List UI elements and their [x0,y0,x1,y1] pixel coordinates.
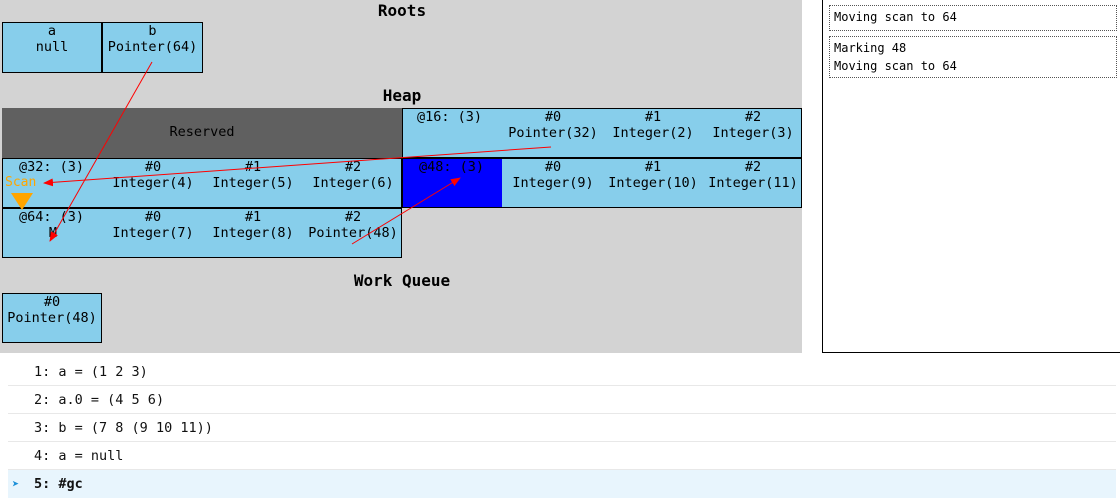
heap-object-32: @32: (3) #0 Integer(4) #1 Integer(5) #2 … [2,158,402,208]
scan-label: Scan [5,175,37,190]
code-line-current[interactable]: ➤ 5: #gc [8,470,1116,498]
heap-object-16: @16: (3) #0 Pointer(32) #1 Integer(2) #2… [402,108,802,158]
heap-title: Heap [382,86,422,105]
line-number: 1: [34,364,51,380]
line-text: a = (1 2 3) [58,364,148,380]
slot-index: #2 [744,159,762,175]
object-header: @32: (3) [19,159,85,175]
roots-title: Roots [377,1,427,20]
root-b-value: Pointer(64) [107,39,198,55]
heap-object-48: @48: (3) #0 Integer(9) #1 Integer(10) #2… [402,158,802,208]
slot-value: Integer(10) [608,175,698,191]
slot-index: #2 [344,209,362,225]
reserved-label: Reserved [169,124,235,140]
heap-object-64: @64: (3) M #0 Integer(7) #1 Integer(8) #… [2,208,402,258]
current-line-marker-icon: ➤ [12,477,20,491]
slot-index: #0 [144,209,162,225]
pointer-arrow [49,61,153,242]
log-line: Marking 48 [834,41,907,55]
pointer-arrow [43,146,552,187]
code-line[interactable]: 1: a = (1 2 3) [8,358,1116,386]
object-header: @16: (3) [417,109,483,125]
slot-value: Integer(4) [112,175,194,191]
slot-value: Pointer(32) [508,125,598,141]
work-queue-item: #0 Pointer(48) [2,293,102,343]
slot-index: #1 [244,159,262,175]
line-number: 4: [34,448,51,464]
root-a-name: a [47,23,57,39]
slot-index: #1 [644,159,662,175]
log-entry: Marking 48 Moving scan to 64 [829,36,1117,78]
line-text: #gc [58,476,83,492]
slot-index: #1 [244,209,262,225]
queue-item-value: Pointer(48) [7,310,97,326]
slot-index: #1 [644,109,662,125]
code-line[interactable]: 2: a.0 = (4 5 6) [8,386,1116,414]
slot-index: #0 [544,109,562,125]
root-a-value: null [35,39,69,55]
heap-reserved-region: Reserved [2,108,402,158]
code-line[interactable]: 4: a = null [8,442,1116,470]
slot-value: Integer(5) [212,175,294,191]
slot-value: Integer(7) [112,225,194,241]
queue-item-index: #0 [43,294,61,310]
slot-value: Integer(2) [612,125,694,141]
pointer-arrow [351,177,461,245]
code-line[interactable]: 3: b = (7 8 (9 10 11)) [8,414,1116,442]
line-text: a = null [58,448,124,464]
work-queue-title: Work Queue [353,271,451,290]
line-number: 2: [34,392,51,408]
line-number: 3: [34,420,51,436]
slot-value: Integer(11) [708,175,798,191]
log-line: Moving scan to 64 [834,59,957,73]
object-header: @48: (3) [419,159,485,175]
log-line: Moving scan to 64 [834,10,957,24]
slot-value: Integer(8) [212,225,294,241]
pointer-arrows [43,61,552,245]
line-number: 5: [34,476,51,492]
object-header: @64: (3) [19,209,85,225]
log-entry: Moving scan to 64 [829,5,1117,31]
root-b: b Pointer(64) [102,22,203,73]
slot-index: #0 [144,159,162,175]
line-text: a.0 = (4 5 6) [58,392,165,408]
root-a: a null [2,22,102,73]
slot-index: #2 [744,109,762,125]
slot-value: Pointer(48) [308,225,398,241]
gc-log-panel: Moving scan to 64 Marking 48 Moving scan… [822,0,1120,353]
root-b-name: b [148,23,157,39]
slot-value: Integer(3) [712,125,794,141]
slot-value: Integer(6) [312,175,394,191]
slot-value: Integer(9) [512,175,594,191]
slot-index: #2 [344,159,362,175]
slot-index: #0 [544,159,562,175]
heap-visualizer-canvas: Roots a null b Pointer(64) Heap Reserved… [0,0,802,353]
line-text: b = (7 8 (9 10 11)) [58,420,213,436]
scan-pointer-icon [11,193,33,210]
